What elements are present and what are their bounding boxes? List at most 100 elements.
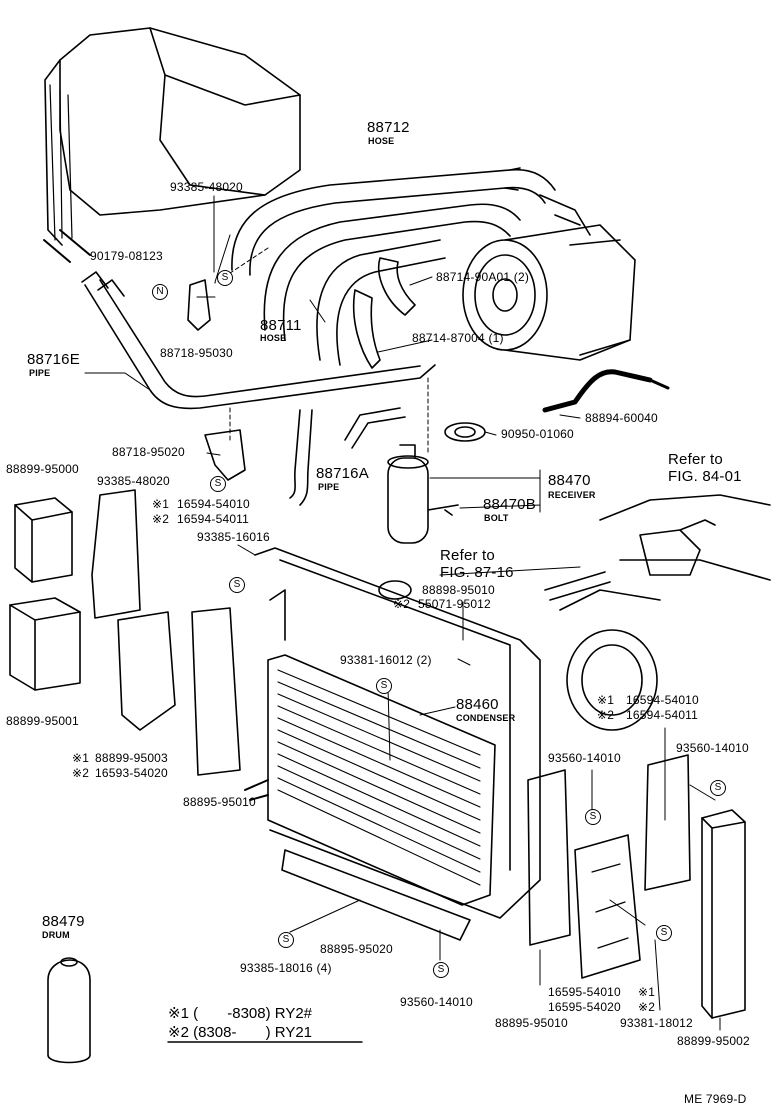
label-90950-01060: 90950-01060 xyxy=(501,427,574,441)
label-93385-18016: 93385-18016 (4) xyxy=(240,961,332,975)
label-93381-16012: 93381-16012 (2) xyxy=(340,653,432,667)
dashed-guides xyxy=(214,247,429,456)
label-16595-54010: 16595-54010 xyxy=(548,985,621,999)
seal-88895-95020-drawing xyxy=(281,849,471,941)
label-16595-54020: 16595-54020 xyxy=(548,1000,621,1014)
seal-88899-95003-drawing xyxy=(117,611,176,731)
s-fastener-symbol-4: S xyxy=(376,678,392,694)
seal-16594-a-drawing xyxy=(91,489,141,619)
hose-88894-drawing xyxy=(542,369,670,413)
s-fastener-symbol-9: S xyxy=(656,925,672,941)
part-88460-code: 88460 xyxy=(456,696,499,713)
label-88894-60040: 88894-60040 xyxy=(585,411,658,425)
part-88711-code: 88711 xyxy=(260,317,302,334)
part-88712-name: HOSE xyxy=(368,136,395,146)
legend-line-1: ※1 ( -8308) RY2# xyxy=(168,1005,313,1022)
s-fastener-symbol-2: S xyxy=(210,476,226,492)
seal-88895-95010-a-drawing xyxy=(191,607,241,776)
pipe-88716a-drawing xyxy=(289,407,406,506)
evaporator-housing-drawing xyxy=(43,27,301,263)
seal-90950-drawing xyxy=(444,422,486,442)
hose-88711-drawing xyxy=(263,203,521,366)
part-88712-code: 88712 xyxy=(367,119,410,136)
part-88479-name: DRUM xyxy=(42,930,70,940)
label-88718-95030: 88718-95030 xyxy=(160,346,233,360)
mark-1-d: ※1 xyxy=(72,751,90,765)
part-88716a-code: 88716A xyxy=(316,465,369,482)
clamp-88718-95030-drawing xyxy=(187,279,211,331)
s-fastener-symbol-5: S xyxy=(585,809,601,825)
ref-87-16-line2: FIG. 87-16 xyxy=(440,564,514,581)
label-16594-54010-b: 16594-54010 xyxy=(626,693,699,707)
part-88711-name: HOSE xyxy=(260,333,287,343)
label-88714-87004: 88714-87004 (1) xyxy=(412,331,504,345)
compressor-drawing xyxy=(462,194,636,361)
label-93560-14010-c: 93560-14010 xyxy=(400,995,473,1009)
foam-88899-95000-drawing xyxy=(14,497,73,583)
part-88470-name: RECEIVER xyxy=(548,490,596,500)
mark-2-d: ※2 xyxy=(72,766,90,780)
label-16594-54010-a: 16594-54010 xyxy=(177,497,250,511)
label-88895-95010-a: 88895-95010 xyxy=(183,795,256,809)
seal-88895-95010-b-drawing xyxy=(527,769,571,946)
s-fastener-symbol-6: S xyxy=(710,780,726,796)
mark-2-b: ※2 xyxy=(393,597,411,611)
hose-88714-drawing xyxy=(352,257,416,369)
label-90179-08123: 90179-08123 xyxy=(90,249,163,263)
part-88470b-name: BOLT xyxy=(484,513,509,523)
ref-84-01-line1: Refer to xyxy=(668,451,723,468)
s-fastener-symbol-8: S xyxy=(433,962,449,978)
label-88895-95020: 88895-95020 xyxy=(320,942,393,956)
label-88718-95020: 88718-95020 xyxy=(112,445,185,459)
leader-lines xyxy=(84,195,721,1031)
seal-16594-b-drawing xyxy=(644,754,691,891)
ref-87-16-line1: Refer to xyxy=(440,547,495,564)
part-88470-code: 88470 xyxy=(548,472,591,489)
mark-2-e: ※2 xyxy=(638,1000,656,1014)
label-16594-54011-b: 16594-54011 xyxy=(626,708,699,722)
clamp-88718-95020-drawing xyxy=(204,429,246,481)
drum-88479-drawing xyxy=(47,957,91,1064)
foam-88899-95001-drawing xyxy=(9,597,81,691)
label-93560-14010-b: 93560-14010 xyxy=(676,741,749,755)
mark-1-a: ※1 xyxy=(152,497,170,511)
label-93385-48020-mid: 93385-48020 xyxy=(97,474,170,488)
label-88899-95002: 88899-95002 xyxy=(677,1034,750,1048)
mark-2-a: ※2 xyxy=(152,512,170,526)
mark-1-c: ※1 xyxy=(597,693,615,707)
part-88460-name: CONDENSER xyxy=(456,713,516,723)
mark-2-c: ※2 xyxy=(597,708,615,722)
label-93385-48020-top: 93385-48020 xyxy=(170,180,243,194)
engine-outline-drawing xyxy=(544,494,771,731)
foam-88899-95002-drawing xyxy=(701,809,746,1019)
label-88898-95010: 88898-95010 xyxy=(422,583,495,597)
part-88716e-name: PIPE xyxy=(29,368,51,378)
s-fastener-symbol: S xyxy=(217,270,233,286)
ref-84-01-line2: FIG. 84-01 xyxy=(668,468,742,485)
figure-code: ME 7969-D xyxy=(684,1092,747,1106)
part-88479-code: 88479 xyxy=(42,913,85,930)
condenser-drawing xyxy=(244,654,496,906)
label-93381-18012: 93381-18012 xyxy=(620,1016,693,1030)
part-88716e-code: 88716E xyxy=(27,351,80,368)
label-55071-95012: 55071-95012 xyxy=(418,597,491,611)
label-88899-95001: 88899-95001 xyxy=(6,714,79,728)
label-88714-90a01: 88714-90A01 (2) xyxy=(436,270,530,284)
label-88899-95003: 88899-95003 xyxy=(95,751,168,765)
s-fastener-symbol-7: S xyxy=(278,932,294,948)
s-fastener-symbol-3: S xyxy=(229,577,245,593)
label-88899-95000: 88899-95000 xyxy=(6,462,79,476)
pipe-88716e-drawing xyxy=(81,271,436,410)
receiver-drawing xyxy=(387,444,429,544)
mark-1-e: ※1 xyxy=(638,985,656,999)
bracket-16595-drawing xyxy=(574,834,641,979)
bolt-drawing xyxy=(427,504,459,516)
label-93560-14010-a: 93560-14010 xyxy=(548,751,621,765)
radiator-support-drawing xyxy=(254,547,541,919)
label-88895-95010-b: 88895-95010 xyxy=(495,1016,568,1030)
label-16593-54020: 16593-54020 xyxy=(95,766,168,780)
legend-line-2: ※2 (8308- ) RY21 xyxy=(168,1024,313,1041)
n-nut-symbol: N xyxy=(152,284,168,300)
